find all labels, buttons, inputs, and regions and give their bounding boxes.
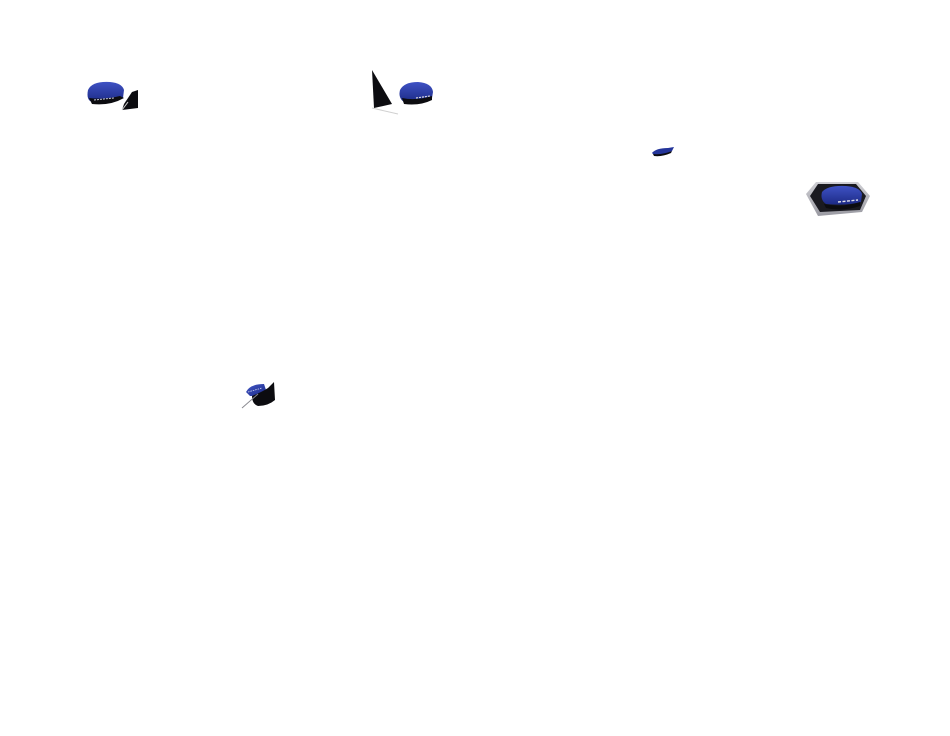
side-mirror-image xyxy=(241,382,275,409)
side-mirror-image xyxy=(371,70,433,115)
side-mirror-image xyxy=(806,182,870,216)
side-mirror-image xyxy=(652,147,674,157)
side-mirror-image xyxy=(87,81,138,111)
